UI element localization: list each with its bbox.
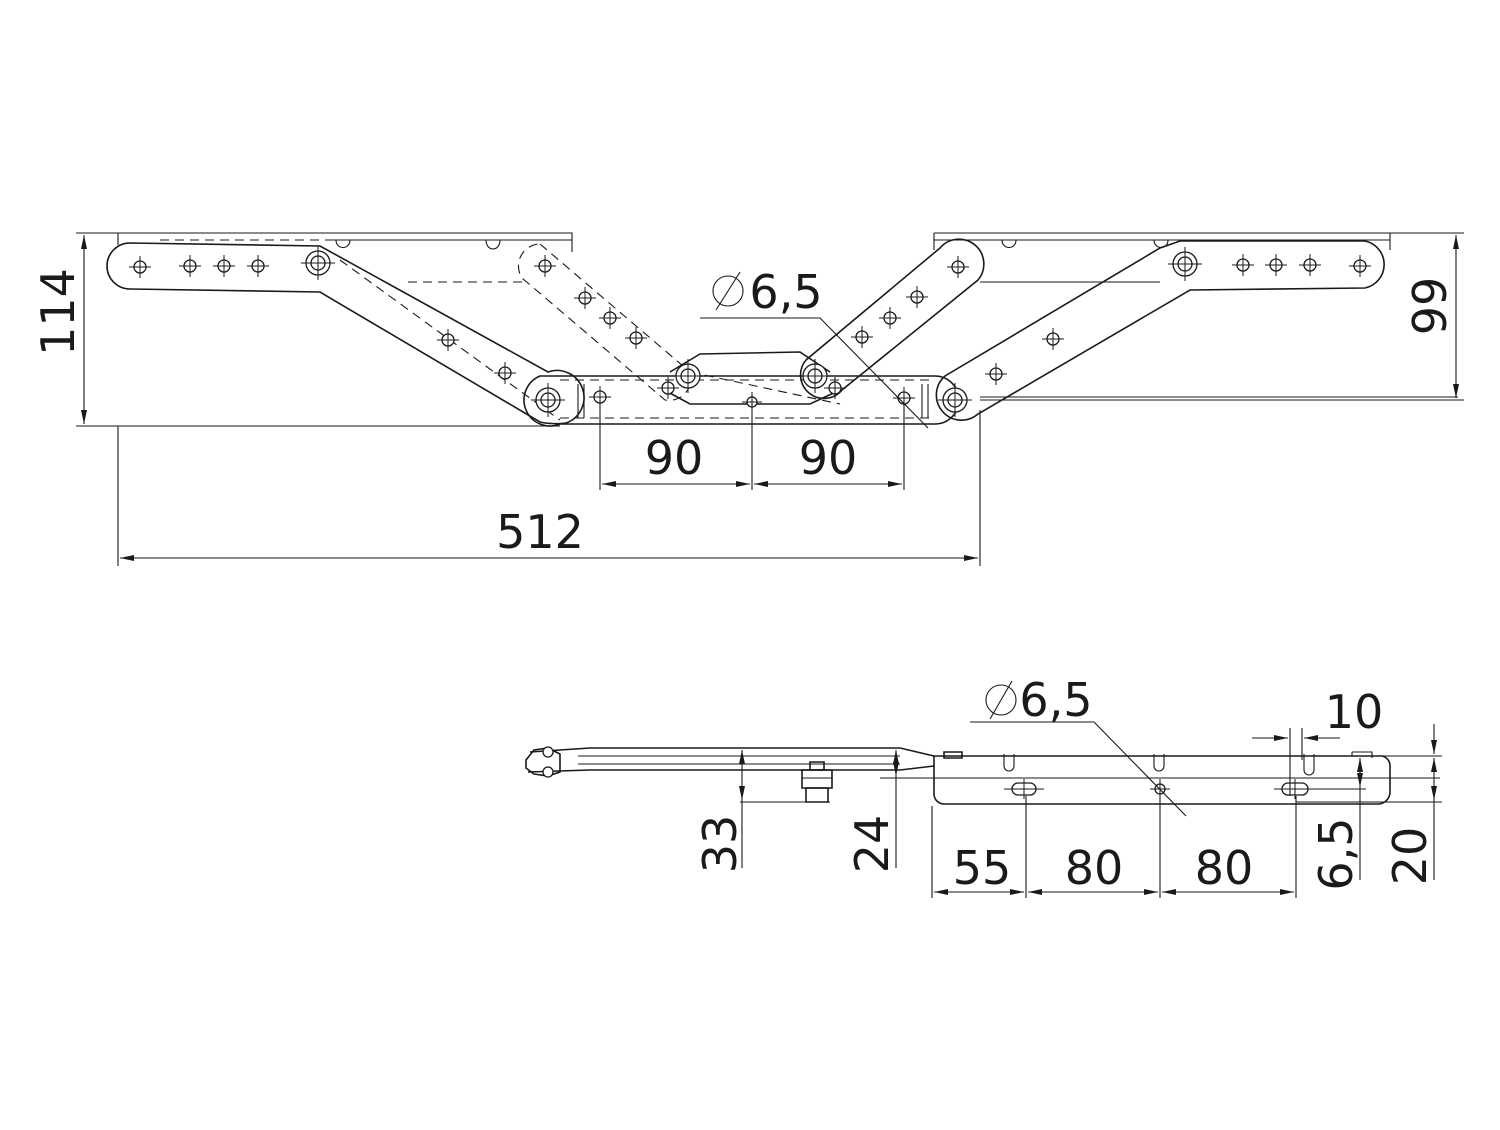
- hole-centerline: [494, 362, 516, 384]
- dim-spacing-right: 90: [799, 431, 858, 485]
- hole-centerline: [534, 255, 556, 277]
- hole-centerline: [599, 307, 621, 329]
- hole-centerline: [947, 256, 969, 278]
- hole-centerline: [906, 286, 928, 308]
- hole-centerline: [531, 383, 565, 417]
- dim-hole-offset: 6,5: [1309, 817, 1363, 890]
- hole-centerline: [938, 383, 972, 417]
- left-short-arm: [160, 239, 692, 421]
- hole-centerline: [657, 377, 679, 399]
- hole-centerline: [824, 377, 846, 399]
- dim-spacing-80-a: 80: [1065, 841, 1124, 895]
- side-view-extension-lines: [740, 721, 1442, 898]
- dim-spacing-80-b: 80: [1195, 841, 1254, 895]
- dim-slot-width: 10: [1325, 685, 1384, 739]
- hole-centerline: [879, 307, 901, 329]
- hole-centerline: [985, 363, 1007, 385]
- right-mounting-plate: [933, 232, 1458, 398]
- hole-centerline: [129, 256, 151, 278]
- right-short-arm: [799, 238, 985, 400]
- dim-overall-height: 114: [31, 268, 85, 356]
- left-mounting-plate: [117, 232, 573, 252]
- hole-centerline: [851, 326, 873, 348]
- hole-centerline: [247, 255, 269, 277]
- side-view-dimension-lines: [739, 724, 1437, 895]
- dim-overall-length: 512: [496, 505, 584, 559]
- hole-centerline: [671, 359, 705, 393]
- dim-height-33: 33: [693, 815, 747, 874]
- right-long-arm: [935, 240, 1385, 421]
- hole-centerline: [625, 327, 647, 349]
- dim-spacing-55: 55: [953, 841, 1012, 895]
- top-view-holes: [129, 246, 1371, 417]
- side-upper-slots: [1003, 754, 1315, 776]
- top-view-dimension-lines: [81, 235, 1459, 561]
- hole-centerline: [179, 255, 201, 277]
- side-arm-plate: [525, 746, 963, 778]
- hole-centerline: [574, 287, 596, 309]
- side-bolt: [801, 761, 833, 803]
- hole-centerline: [1168, 247, 1202, 281]
- dim-spacing-left: 90: [645, 431, 704, 485]
- hole-centerline: [1042, 328, 1064, 350]
- center-link-bar: [523, 351, 960, 427]
- hole-centerline: [798, 359, 832, 393]
- hole-centerline: [301, 246, 335, 280]
- dim-plate-height: 20: [1383, 827, 1437, 886]
- hole-centerline: [1349, 255, 1371, 277]
- dim-hole-diameter-top: 6,5: [749, 265, 822, 319]
- diameter-symbol-side: [985, 680, 1017, 720]
- hole-centerline: [437, 329, 459, 351]
- hole-centerline: [213, 255, 235, 277]
- dim-height-24: 24: [845, 815, 899, 874]
- top-view-extension-lines: [76, 232, 1464, 566]
- side-view: 6,5 10 33 24 55 80 80 6,5 20: [525, 673, 1442, 898]
- dim-hole-diameter-side: 6,5: [1019, 673, 1092, 727]
- top-view: 114 99 6,5 90 90 512: [31, 232, 1464, 566]
- hole-centerline: [1299, 254, 1321, 276]
- hole-centerline: [1265, 254, 1287, 276]
- diameter-symbol-top: [712, 271, 744, 311]
- hole-centerline: [1232, 254, 1254, 276]
- dim-right-height: 99: [1403, 277, 1457, 336]
- left-long-arm: [106, 242, 585, 425]
